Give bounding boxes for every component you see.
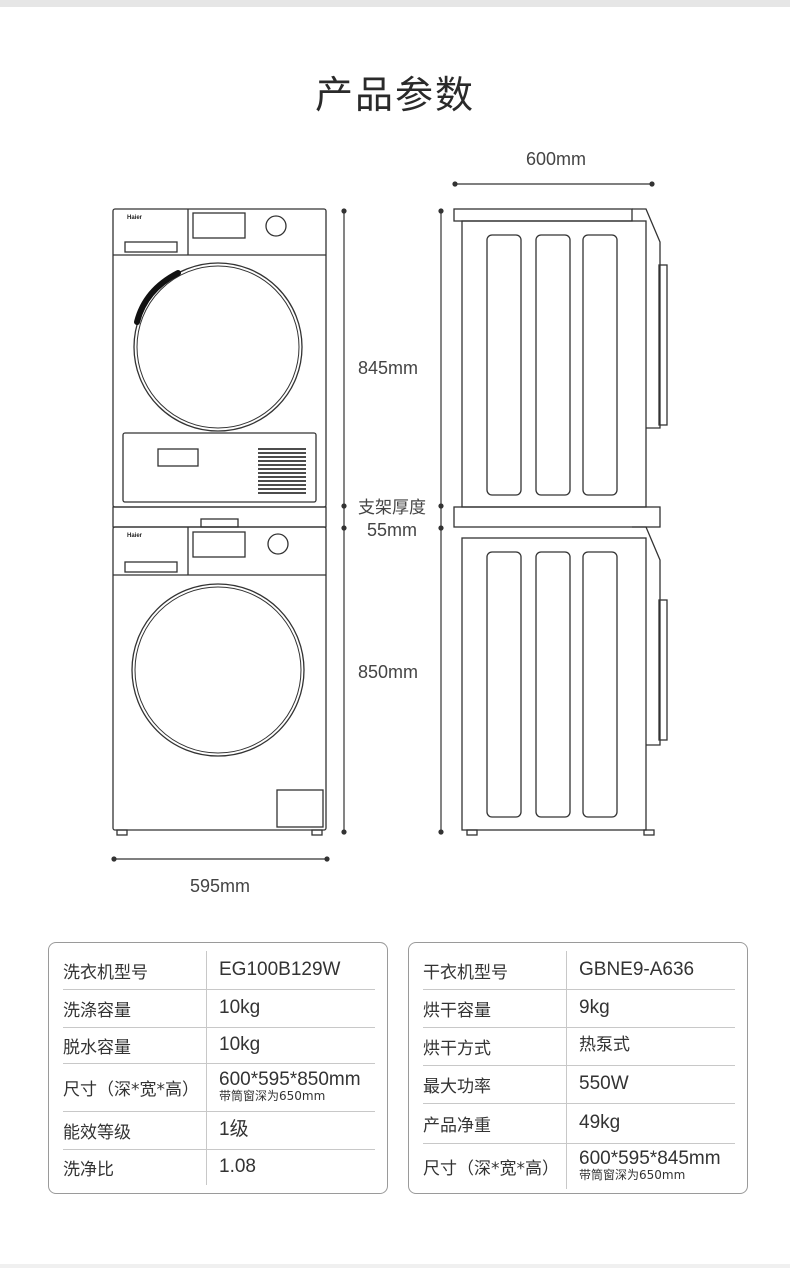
dryer-door-handle — [134, 270, 181, 325]
spec-label: 能效等级 — [63, 1111, 207, 1149]
spec-value: 49kg — [579, 1112, 621, 1134]
spec-value: 1级 — [219, 1119, 249, 1141]
table-row: 干衣机型号 GBNE9-A636 — [423, 951, 735, 990]
page-title: 产品参数 — [314, 73, 475, 117]
dryer-spec-table: 干衣机型号 GBNE9-A636 烘干容量 9kg 烘干方式 热泵式 最大功率 … — [408, 942, 748, 1194]
spec-label: 干衣机型号 — [423, 951, 567, 989]
dryer-front-view — [112, 208, 327, 508]
spec-value: 600*595*845mm 带筒窗深为650mm — [579, 1148, 721, 1183]
spec-value: 550W — [579, 1073, 629, 1095]
dryer-brand-logo: Haier — [127, 215, 143, 221]
spec-label: 尺寸（深*宽*高） — [63, 1063, 207, 1111]
table-row: 产品净重 49kg — [423, 1103, 735, 1144]
table-row: 洗净比 1.08 — [63, 1149, 375, 1185]
top-divider — [0, 0, 790, 7]
dryer-door-outer — [133, 262, 303, 432]
spec-label: 烘干容量 — [423, 989, 567, 1027]
dryer-side-view — [453, 208, 668, 508]
table-row: 能效等级 1级 — [63, 1111, 375, 1150]
washer-height-label: 850mm — [358, 662, 419, 682]
washer-front-view — [112, 526, 327, 836]
spec-label: 洗衣机型号 — [63, 951, 207, 989]
stack-diagram: Haier Haier — [111, 181, 668, 862]
stand-thickness-value: 55mm — [366, 520, 417, 540]
dryer-vent-grille — [258, 448, 306, 494]
table-row: 尺寸（深*宽*高） 600*595*845mm 带筒窗深为650mm — [423, 1143, 735, 1189]
table-row: 烘干容量 9kg — [423, 989, 735, 1028]
table-row: 尺寸（深*宽*高） 600*595*850mm 带筒窗深为650mm — [63, 1063, 375, 1112]
spec-label: 脱水容量 — [63, 1027, 207, 1063]
spec-label: 尺寸（深*宽*高） — [423, 1143, 567, 1189]
washer-brand-logo: Haier — [127, 533, 143, 539]
spec-value: 10kg — [219, 1034, 261, 1056]
table-row: 烘干方式 热泵式 — [423, 1027, 735, 1066]
top-width-label: 600mm — [526, 149, 587, 169]
washer-spec-table: 洗衣机型号 EG100B129W 洗涤容量 10kg 脱水容量 10kg 尺寸（… — [48, 942, 388, 1194]
table-row: 最大功率 550W — [423, 1065, 735, 1104]
stand-side-view — [453, 506, 661, 528]
stand-thickness-title: 支架厚度 — [358, 498, 426, 518]
dryer-height-label: 845mm — [358, 358, 419, 378]
spec-label: 洗涤容量 — [63, 989, 207, 1027]
washer-filter-cover — [276, 789, 324, 828]
bottom-width-label: 595mm — [190, 876, 251, 896]
table-row: 洗衣机型号 EG100B129W — [63, 951, 375, 990]
washer-door-outer — [131, 583, 305, 757]
spec-label: 最大功率 — [423, 1065, 567, 1103]
bottom-divider — [0, 1264, 790, 1268]
spec-label: 烘干方式 — [423, 1027, 567, 1065]
spec-label: 产品净重 — [423, 1103, 567, 1143]
spec-value: GBNE9-A636 — [579, 959, 695, 981]
washer-side-view — [461, 526, 668, 836]
spec-value: 10kg — [219, 997, 261, 1019]
spec-label: 洗净比 — [63, 1149, 207, 1185]
spec-value: 1.08 — [219, 1156, 256, 1178]
table-row: 脱水容量 10kg — [63, 1027, 375, 1064]
spec-value: EG100B129W — [219, 959, 341, 981]
spec-value: 9kg — [579, 997, 610, 1019]
table-row: 洗涤容量 10kg — [63, 989, 375, 1028]
spec-value: 热泵式 — [579, 1035, 630, 1056]
stand-front-view — [112, 506, 327, 528]
spec-value: 600*595*850mm 带筒窗深为650mm — [219, 1069, 361, 1104]
